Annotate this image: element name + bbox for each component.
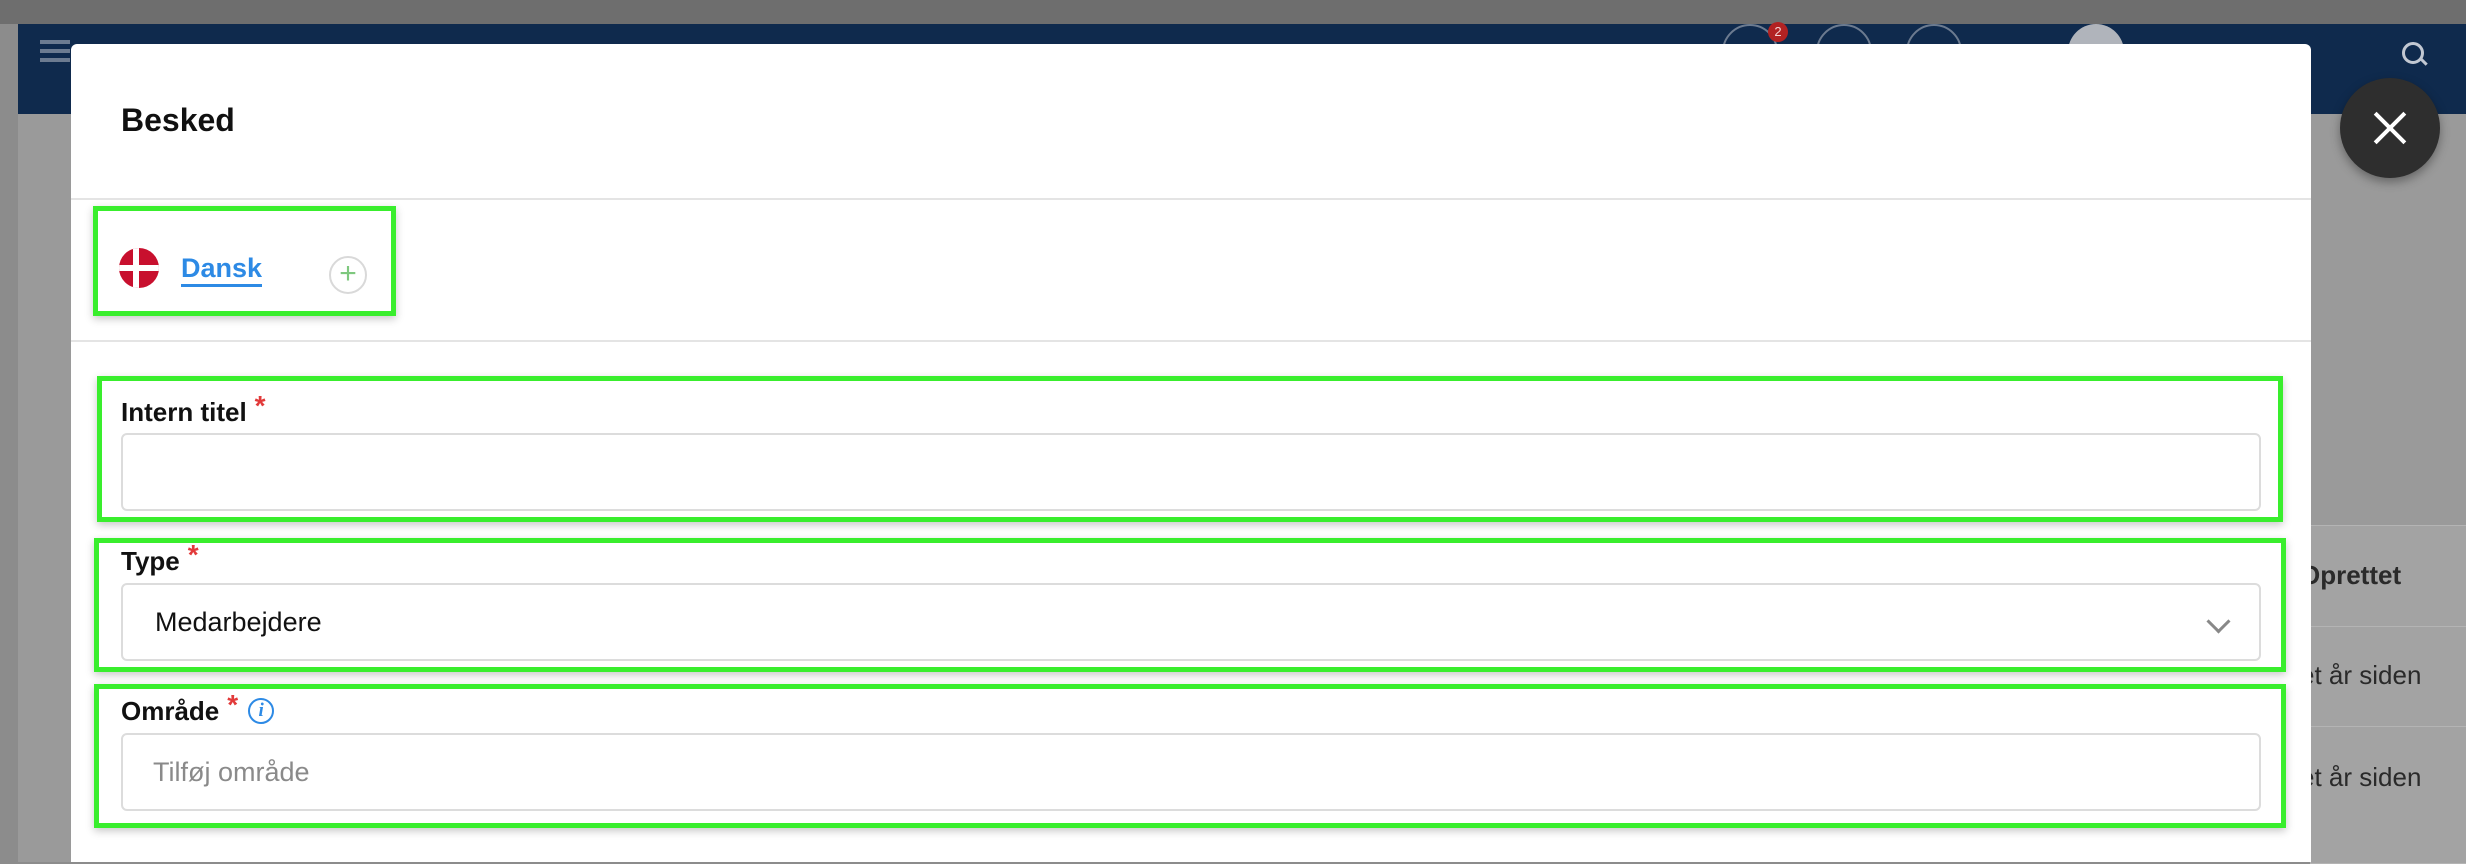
modal-title: Besked xyxy=(121,102,235,138)
close-button[interactable] xyxy=(2340,78,2440,178)
table-header-created: Oprettet xyxy=(2300,560,2402,590)
language-tab-label[interactable]: Dansk xyxy=(181,254,263,287)
add-language-button[interactable]: + xyxy=(329,256,367,294)
search-icon[interactable] xyxy=(2402,42,2424,64)
info-icon[interactable]: i xyxy=(248,698,275,725)
message-modal: Besked Dansk + Intern titel* Type* Medar… xyxy=(71,44,2311,862)
notification-badge: 2 xyxy=(1768,22,1788,42)
menu-icon[interactable] xyxy=(40,40,70,62)
background-table xyxy=(2310,525,2466,864)
table-row: et år siden xyxy=(2300,660,2422,690)
required-mark: * xyxy=(254,390,266,421)
header-divider xyxy=(71,198,2311,200)
type-select-value: Medarbejdere xyxy=(155,607,322,637)
type-select[interactable]: Medarbejdere xyxy=(121,583,2261,661)
background-top-strip xyxy=(0,0,2466,24)
required-mark: * xyxy=(227,689,239,720)
denmark-flag-icon xyxy=(119,248,159,288)
chevron-down-icon xyxy=(2206,609,2231,634)
type-label: Type* xyxy=(121,539,199,576)
language-tab-danish[interactable]: Dansk + xyxy=(95,206,367,306)
tabs-divider xyxy=(71,340,2311,342)
area-label: Område*i xyxy=(121,689,275,727)
area-input[interactable] xyxy=(121,733,2261,811)
table-row: et år siden xyxy=(2300,762,2422,792)
required-mark: * xyxy=(187,539,199,570)
internal-title-input[interactable] xyxy=(121,433,2261,511)
internal-title-label: Intern titel* xyxy=(121,390,266,427)
